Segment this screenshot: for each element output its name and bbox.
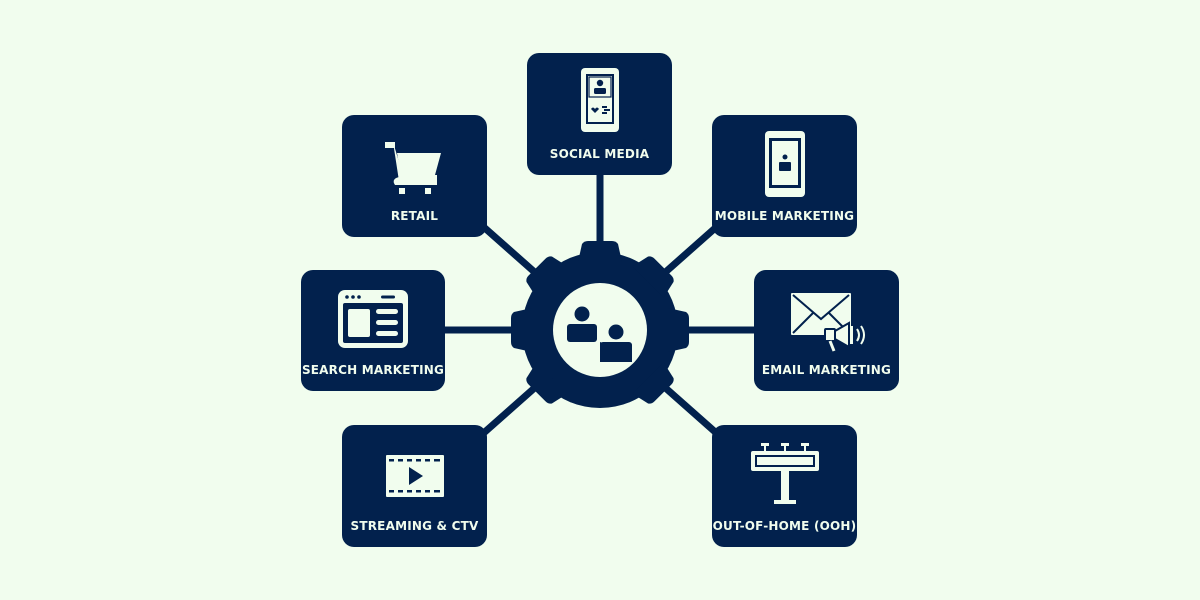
shopping-cart-icon: [342, 131, 487, 205]
node-label: STREAMING & CTV: [350, 519, 479, 533]
node-social-media[interactable]: SOCIAL MEDIA: [527, 53, 672, 175]
mobile-phone-icon: [712, 127, 857, 201]
browser-window-icon: [301, 282, 445, 356]
node-out-of-home[interactable]: OUT-OF-HOME (OOH): [712, 425, 857, 547]
node-label: SOCIAL MEDIA: [549, 147, 650, 161]
node-search-marketing[interactable]: SEARCH MARKETING: [301, 270, 445, 391]
smartphone-profile-icon: [527, 63, 672, 137]
node-label: MOBILE MARKETING: [714, 209, 855, 223]
gear-hub-icon: [511, 241, 689, 408]
node-label: OUT-OF-HOME (OOH): [712, 519, 857, 533]
node-mobile-marketing[interactable]: MOBILE MARKETING: [712, 115, 857, 237]
node-label: RETAIL: [390, 209, 439, 223]
node-retail[interactable]: RETAIL: [342, 115, 487, 237]
node-streaming-ctv[interactable]: STREAMING & CTV: [342, 425, 487, 547]
node-label: SEARCH MARKETING: [301, 363, 445, 377]
billboard-icon: [712, 437, 857, 511]
envelope-megaphone-icon: [754, 284, 899, 358]
people-icon: [567, 306, 632, 362]
node-email-marketing[interactable]: EMAIL MARKETING: [754, 270, 899, 391]
video-play-icon: [342, 439, 487, 513]
node-label: EMAIL MARKETING: [761, 363, 892, 377]
